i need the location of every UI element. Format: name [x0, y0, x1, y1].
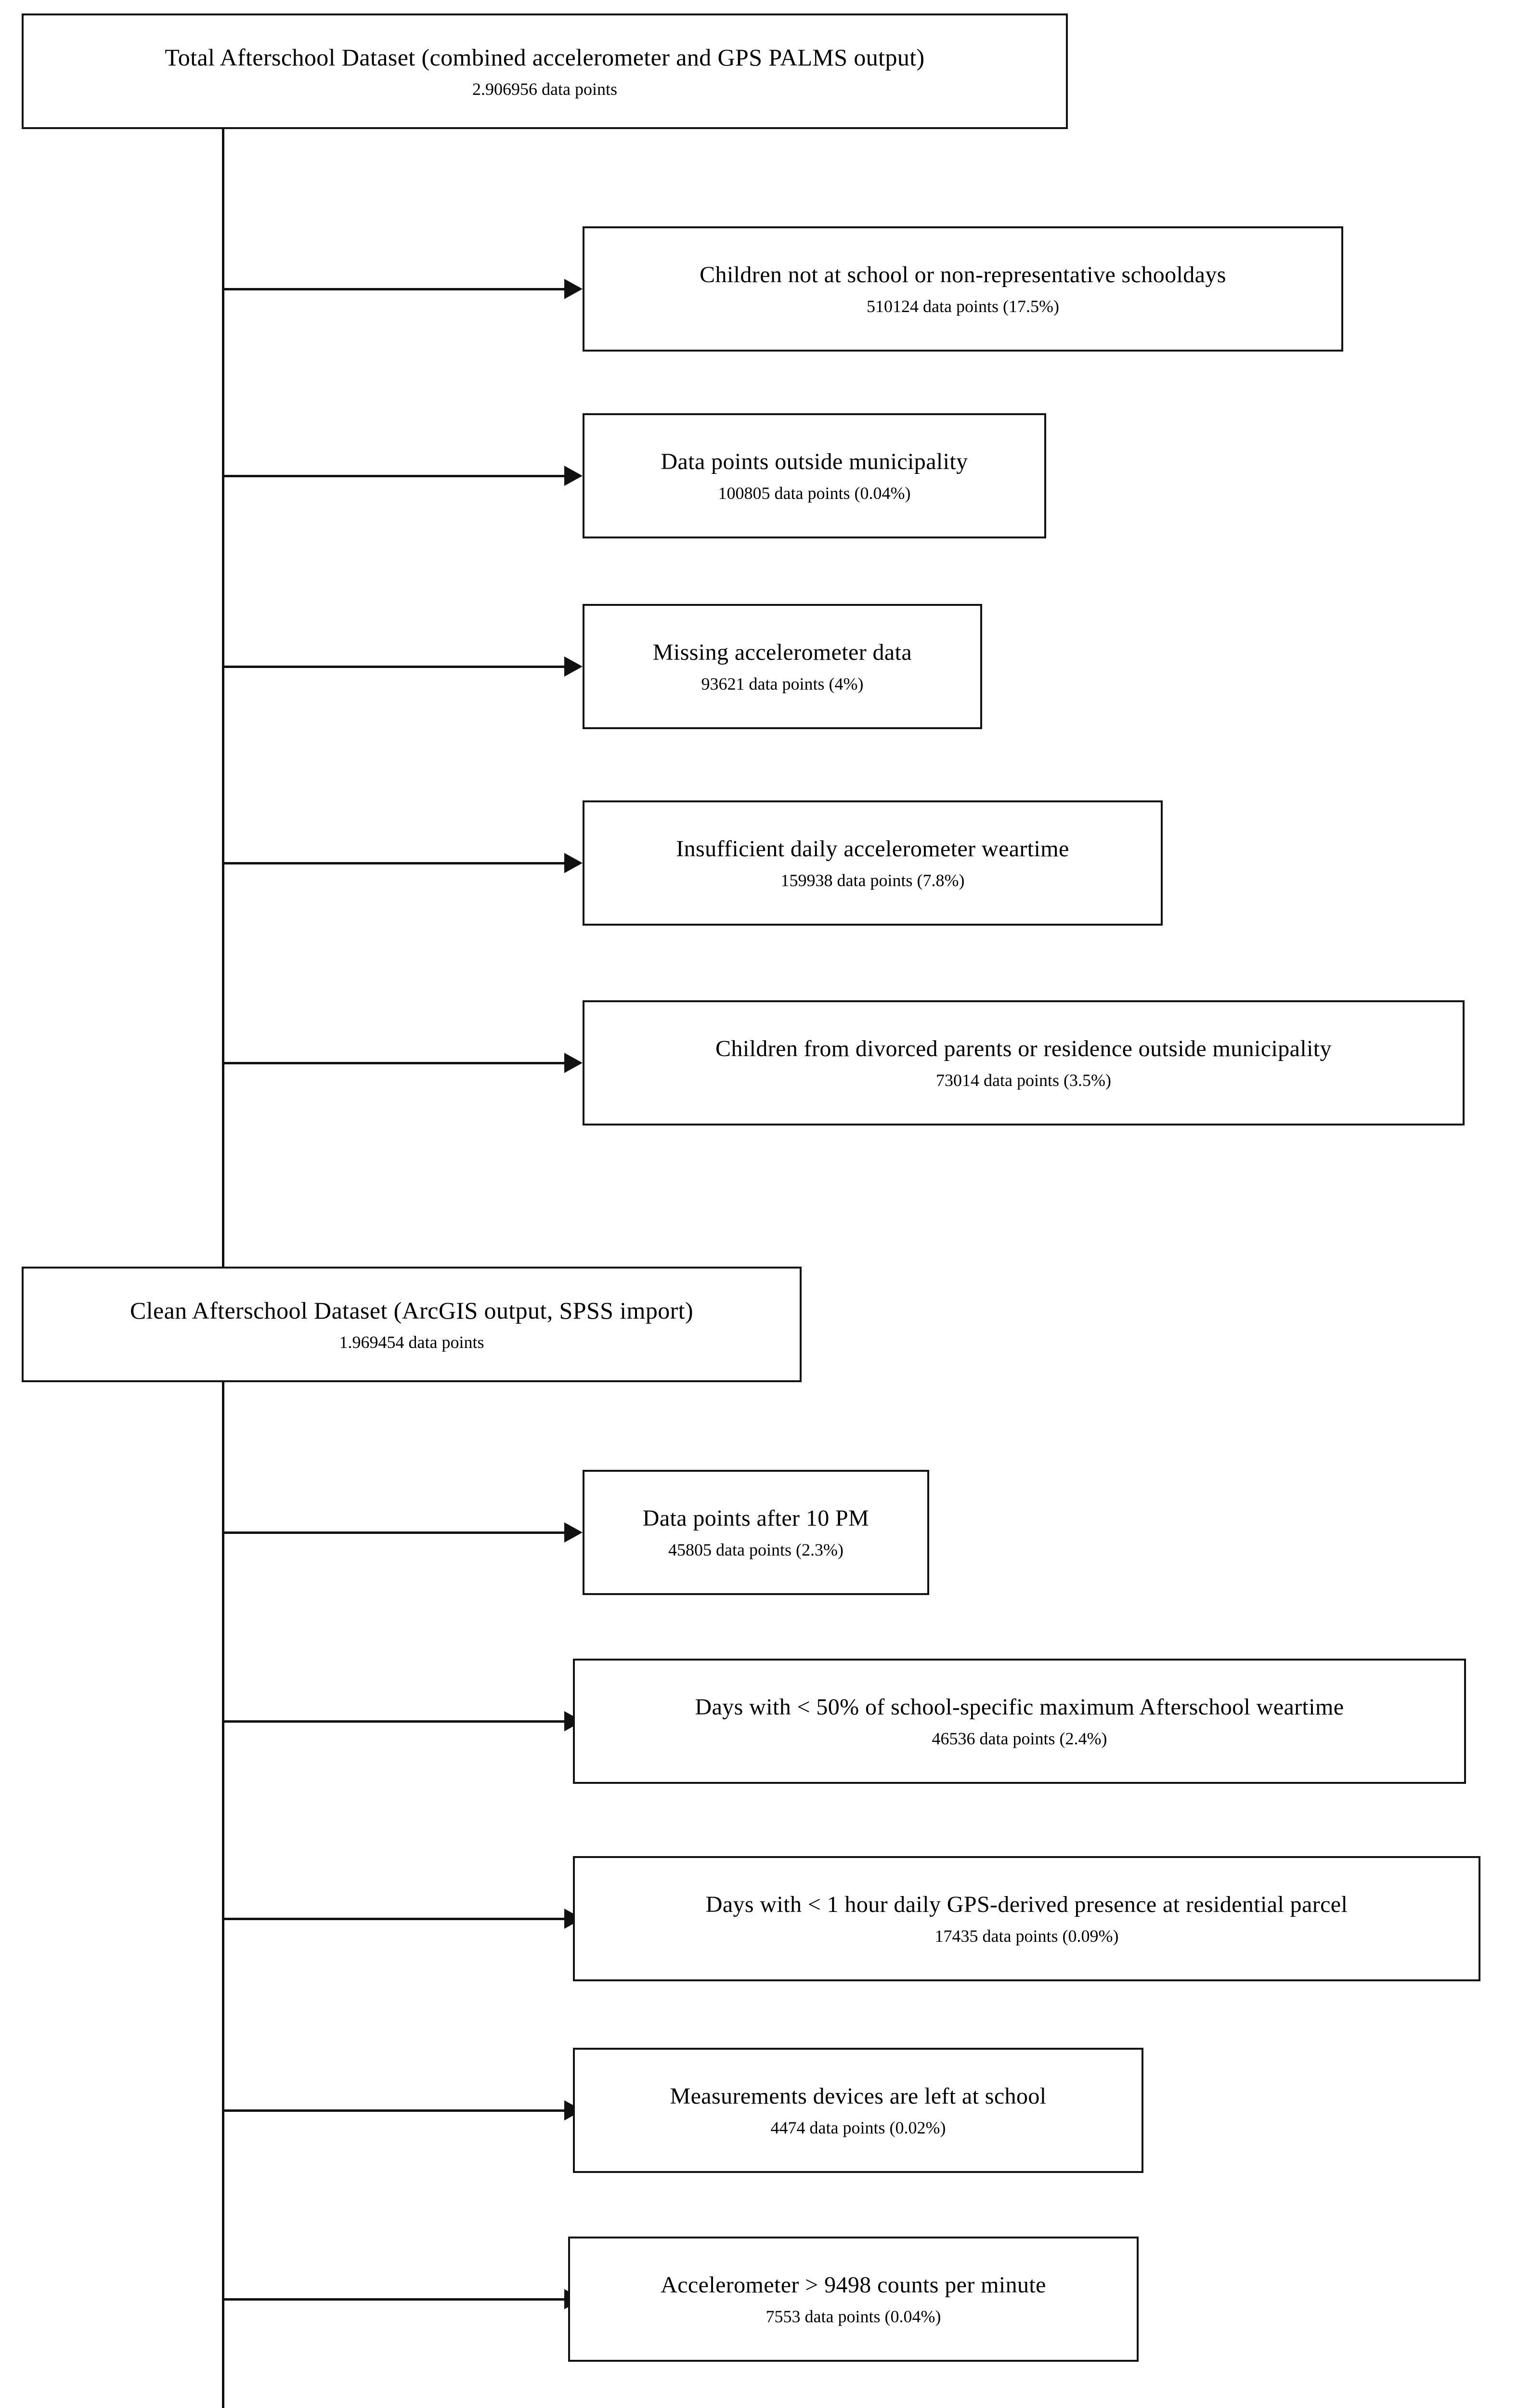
- node-total-count: 2.906956 data points: [472, 79, 617, 99]
- arrow-head-exclusion-6: [564, 1522, 583, 1543]
- node-exclusion-9-count: 4474 data points (0.02%): [770, 2118, 946, 2137]
- node-exclusion-4-count: 159938 data points (7.8%): [780, 870, 965, 890]
- node-total-title: Total Afterschool Dataset (combined acce…: [165, 43, 925, 71]
- arrow-head-exclusion-4: [564, 853, 583, 873]
- node-exclusion-2[interactable]: Data points outside municipality 100805 …: [583, 413, 1046, 538]
- spine-segment-upper: [222, 129, 224, 1273]
- node-exclusion-3-count: 93621 data points (4%): [701, 674, 864, 694]
- arrow-exclusion-1: [223, 288, 564, 290]
- node-exclusion-2-count: 100805 data points (0.04%): [718, 483, 911, 503]
- node-exclusion-9[interactable]: Measurements devices are left at school …: [573, 2048, 1143, 2173]
- arrow-head-exclusion-2: [564, 466, 583, 486]
- node-exclusion-1[interactable]: Children not at school or non-representa…: [583, 226, 1343, 352]
- arrow-head-exclusion-5: [564, 1053, 583, 1073]
- arrow-exclusion-8: [223, 1918, 564, 1920]
- arrow-exclusion-10: [223, 2298, 564, 2301]
- node-exclusion-7-count: 46536 data points (2.4%): [932, 1728, 1107, 1748]
- node-clean-count: 1.969454 data points: [339, 1332, 484, 1352]
- node-exclusion-10[interactable]: Accelerometer > 9498 counts per minute 7…: [568, 2237, 1139, 2362]
- node-exclusion-5-count: 73014 data points (3.5%): [936, 1070, 1111, 1090]
- node-exclusion-6[interactable]: Data points after 10 PM 45805 data point…: [583, 1470, 929, 1595]
- node-exclusion-4[interactable]: Insufficient daily accelerometer weartim…: [583, 800, 1163, 926]
- spine-segment-lower: [222, 1380, 224, 2408]
- node-exclusion-6-title: Data points after 10 PM: [642, 1505, 869, 1531]
- node-exclusion-1-count: 510124 data points (17.5%): [867, 296, 1059, 316]
- arrow-head-exclusion-3: [564, 656, 583, 677]
- node-exclusion-8-count: 17435 data points (0.09%): [934, 1926, 1119, 1946]
- arrow-exclusion-4: [223, 862, 564, 864]
- node-exclusion-5-title: Children from divorced parents or reside…: [715, 1035, 1332, 1061]
- node-exclusion-1-title: Children not at school or non-representa…: [700, 262, 1226, 288]
- node-exclusion-7[interactable]: Days with < 50% of school-specific maxim…: [573, 1659, 1466, 1784]
- arrow-exclusion-5: [223, 1062, 564, 1064]
- node-exclusion-8-title: Days with < 1 hour daily GPS-derived pre…: [705, 1891, 1348, 1917]
- node-total-afterschool-dataset[interactable]: Total Afterschool Dataset (combined acce…: [22, 13, 1068, 129]
- arrow-exclusion-2: [223, 475, 564, 477]
- arrow-exclusion-9: [223, 2109, 564, 2112]
- node-exclusion-5[interactable]: Children from divorced parents or reside…: [583, 1000, 1465, 1125]
- node-exclusion-10-count: 7553 data points (0.04%): [765, 2306, 941, 2326]
- node-exclusion-8[interactable]: Days with < 1 hour daily GPS-derived pre…: [573, 1856, 1480, 1981]
- node-exclusion-6-count: 45805 data points (2.3%): [668, 1540, 843, 1559]
- arrow-exclusion-6: [223, 1531, 564, 1534]
- arrow-exclusion-3: [223, 666, 564, 668]
- node-exclusion-2-title: Data points outside municipality: [661, 448, 968, 474]
- node-clean-title: Clean Afterschool Dataset (ArcGIS output…: [130, 1296, 694, 1324]
- node-exclusion-7-title: Days with < 50% of school-specific maxim…: [695, 1694, 1344, 1720]
- node-exclusion-3[interactable]: Missing accelerometer data 93621 data po…: [583, 604, 982, 729]
- arrow-head-exclusion-1: [564, 279, 583, 299]
- node-exclusion-4-title: Insufficient daily accelerometer weartim…: [676, 836, 1069, 862]
- node-exclusion-10-title: Accelerometer > 9498 counts per minute: [661, 2272, 1046, 2298]
- node-exclusion-9-title: Measurements devices are left at school: [670, 2083, 1047, 2109]
- arrow-exclusion-7: [223, 1720, 564, 1723]
- node-clean-afterschool-dataset[interactable]: Clean Afterschool Dataset (ArcGIS output…: [22, 1267, 802, 1382]
- node-exclusion-3-title: Missing accelerometer data: [652, 639, 912, 665]
